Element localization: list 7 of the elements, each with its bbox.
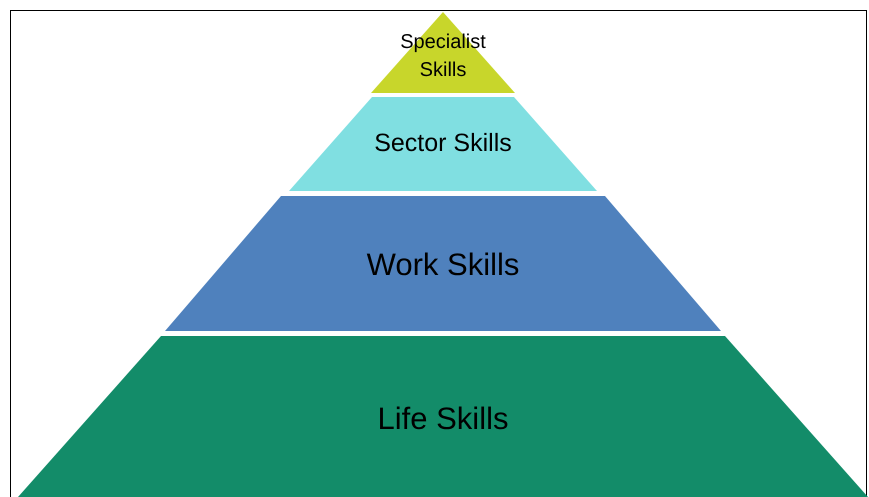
- pyramid-level: [18, 336, 868, 497]
- pyramid-level: [165, 196, 721, 331]
- pyramid-level: [289, 97, 597, 191]
- level-label: Life Skills: [378, 400, 508, 438]
- pyramid-level: [371, 12, 515, 93]
- level-label: Sector Skills: [374, 128, 512, 159]
- level-label: Work Skills: [366, 246, 520, 284]
